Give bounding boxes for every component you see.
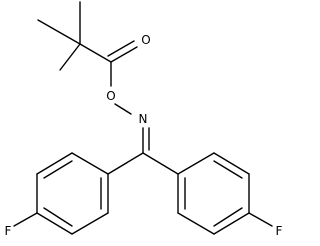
bond [37, 19, 81, 45]
imine-nitrogen-label: N [139, 112, 148, 126]
bond [177, 152, 215, 175]
bond [71, 152, 109, 175]
aromatic-bond [43, 207, 73, 227]
bond [36, 212, 73, 235]
bond [213, 212, 250, 235]
bond [79, 43, 112, 63]
fluorine-right-label: F [276, 224, 283, 238]
bond [142, 152, 179, 175]
bond [107, 152, 144, 175]
chemical-structure-diagram: O O N F F [5, 1, 283, 238]
tert-butyl-group [37, 1, 112, 71]
ester-group [107, 40, 138, 115]
carbonyl-double-bond [107, 40, 135, 57]
right-fluorophenyl-ring [142, 152, 273, 235]
oxime-group [142, 127, 150, 154]
aromatic-bond [213, 160, 243, 179]
bond [114, 103, 132, 115]
carbonyl-oxygen-label: O [141, 33, 150, 47]
ester-oxygen-label: O [106, 89, 115, 103]
bond [36, 152, 73, 175]
bond [59, 43, 81, 71]
bond [177, 212, 215, 235]
bond [13, 212, 38, 227]
carbonyl-double-bond [110, 46, 138, 63]
left-fluorophenyl-ring [13, 152, 144, 235]
fluorine-left-label: F [5, 224, 12, 238]
aromatic-bond [43, 160, 73, 179]
aromatic-bond [213, 207, 243, 227]
bond [248, 212, 273, 227]
bond [71, 212, 109, 235]
bond [213, 152, 250, 175]
